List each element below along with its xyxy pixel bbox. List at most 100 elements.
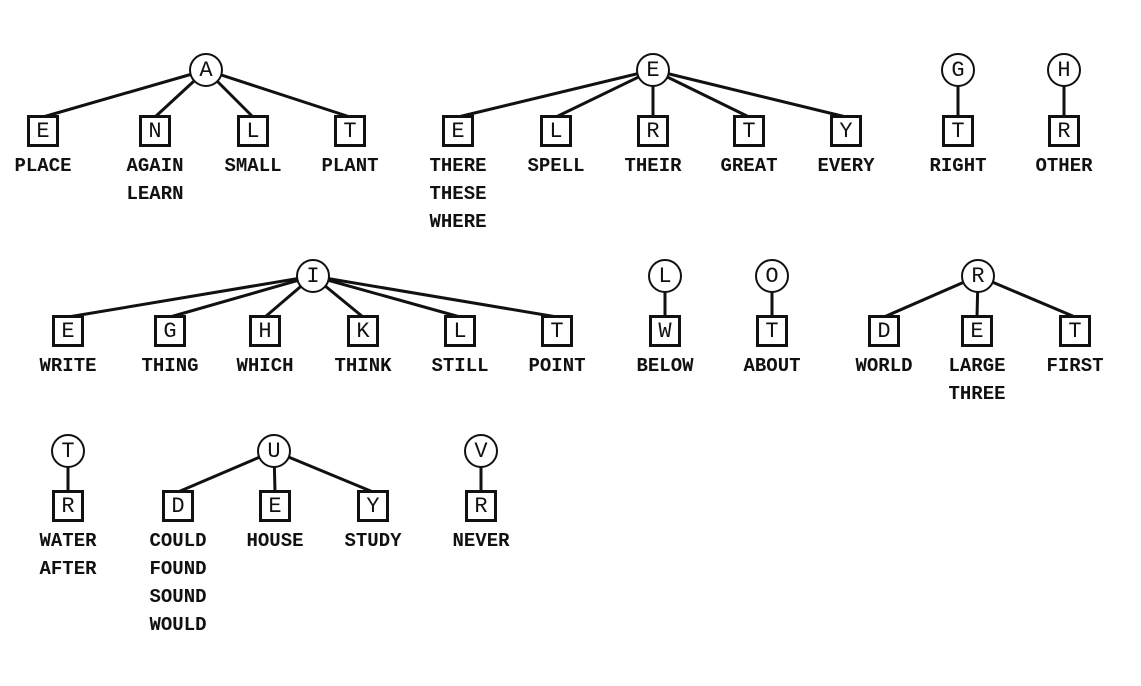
root-letter-circle: U	[257, 434, 291, 468]
word-list: ABOUT	[743, 352, 800, 380]
leaf-letter-box: T	[1059, 315, 1091, 347]
root-letter-circle: T	[51, 434, 85, 468]
tree-edge	[652, 68, 750, 119]
word: THING	[141, 355, 199, 377]
word-list: THEIR	[624, 152, 681, 180]
leaf-letter-box: Y	[357, 490, 389, 522]
word: WORLD	[855, 355, 913, 377]
leaf-letter-box: E	[961, 315, 993, 347]
leaf-letter-box: G	[154, 315, 186, 347]
word-list: AGAIN LEARN	[126, 152, 183, 208]
word: HOUSE	[246, 530, 304, 552]
word: THEIR	[624, 155, 682, 177]
word-list: SMALL	[224, 152, 281, 180]
leaf-letter-box: E	[52, 315, 84, 347]
word: POINT	[528, 355, 586, 377]
word-list: PLANT	[321, 152, 378, 180]
tree-edge	[205, 68, 351, 119]
word: LEARN	[126, 183, 184, 205]
word-list: PLACE	[14, 152, 71, 180]
tree-edge	[67, 274, 314, 319]
leaf-letter-box: T	[942, 115, 974, 147]
word-list: FIRST	[1046, 352, 1103, 380]
root-letter-circle: V	[464, 434, 498, 468]
word: RIGHT	[929, 155, 987, 177]
word: PLANT	[321, 155, 379, 177]
leaf-letter-box: W	[649, 315, 681, 347]
word-list: OTHER	[1035, 152, 1092, 180]
word-list: POINT	[528, 352, 585, 380]
word-list: THING	[141, 352, 198, 380]
root-letter-circle: H	[1047, 53, 1081, 87]
leaf-letter-box: R	[52, 490, 84, 522]
leaf-letter-box: D	[868, 315, 900, 347]
tree-edge	[42, 68, 207, 119]
root-letter-circle: L	[648, 259, 682, 293]
word: ABOUT	[743, 355, 801, 377]
word: WOULD	[149, 614, 207, 636]
tree-edge	[555, 68, 654, 119]
word-list: WORLD	[855, 352, 912, 380]
leaf-letter-box: L	[237, 115, 269, 147]
tree-edge	[273, 449, 374, 494]
word: WHICH	[236, 355, 294, 377]
word: FOUND	[149, 558, 207, 580]
word-list: WRITE	[39, 352, 96, 380]
leaf-letter-box: E	[259, 490, 291, 522]
tree-edge	[652, 68, 847, 119]
word-list: BELOW	[636, 352, 693, 380]
word: BELOW	[636, 355, 694, 377]
leaf-letter-box: L	[540, 115, 572, 147]
word: WRITE	[39, 355, 97, 377]
word-list: GREAT	[720, 152, 777, 180]
leaf-letter-box: K	[347, 315, 379, 347]
word: COULD	[149, 530, 207, 552]
leaf-letter-box: E	[27, 115, 59, 147]
word-list: EVERY	[817, 152, 874, 180]
word: THESE	[429, 183, 487, 205]
tree-edge	[312, 274, 461, 319]
word-list: WHICH	[236, 352, 293, 380]
word-list: THINK	[334, 352, 391, 380]
word-list: NEVER	[452, 527, 509, 555]
root-letter-circle: O	[755, 259, 789, 293]
word: EVERY	[817, 155, 875, 177]
tree-edge	[977, 274, 1076, 319]
leaf-letter-box: E	[442, 115, 474, 147]
word: FIRST	[1046, 355, 1104, 377]
word: STILL	[431, 355, 489, 377]
root-letter-circle: R	[961, 259, 995, 293]
word: SOUND	[149, 586, 207, 608]
word-list: SPELL	[527, 152, 584, 180]
leaf-letter-box: T	[756, 315, 788, 347]
word: SMALL	[224, 155, 282, 177]
word: GREAT	[720, 155, 778, 177]
root-letter-circle: A	[189, 53, 223, 87]
word-list: COULD FOUND SOUND WOULD	[149, 527, 206, 639]
word: LARGE	[948, 355, 1006, 377]
word: THREE	[948, 383, 1006, 405]
root-letter-circle: G	[941, 53, 975, 87]
tree-edge	[169, 274, 314, 319]
word-list: STUDY	[344, 527, 401, 555]
leaf-letter-box: T	[541, 315, 573, 347]
word-list: RIGHT	[929, 152, 986, 180]
leaf-letter-box: H	[249, 315, 281, 347]
leaf-letter-box: D	[162, 490, 194, 522]
word-list: LARGE THREE	[948, 352, 1005, 408]
word: THERE	[429, 155, 487, 177]
tree-edge	[457, 68, 654, 119]
word: AGAIN	[126, 155, 184, 177]
root-letter-circle: I	[296, 259, 330, 293]
leaf-letter-box: T	[733, 115, 765, 147]
word: WATER	[39, 530, 97, 552]
word: STUDY	[344, 530, 402, 552]
word: OTHER	[1035, 155, 1093, 177]
word: PLACE	[14, 155, 72, 177]
word-list: STILL	[431, 352, 488, 380]
leaf-letter-box: Y	[830, 115, 862, 147]
tree-edge	[312, 274, 558, 319]
